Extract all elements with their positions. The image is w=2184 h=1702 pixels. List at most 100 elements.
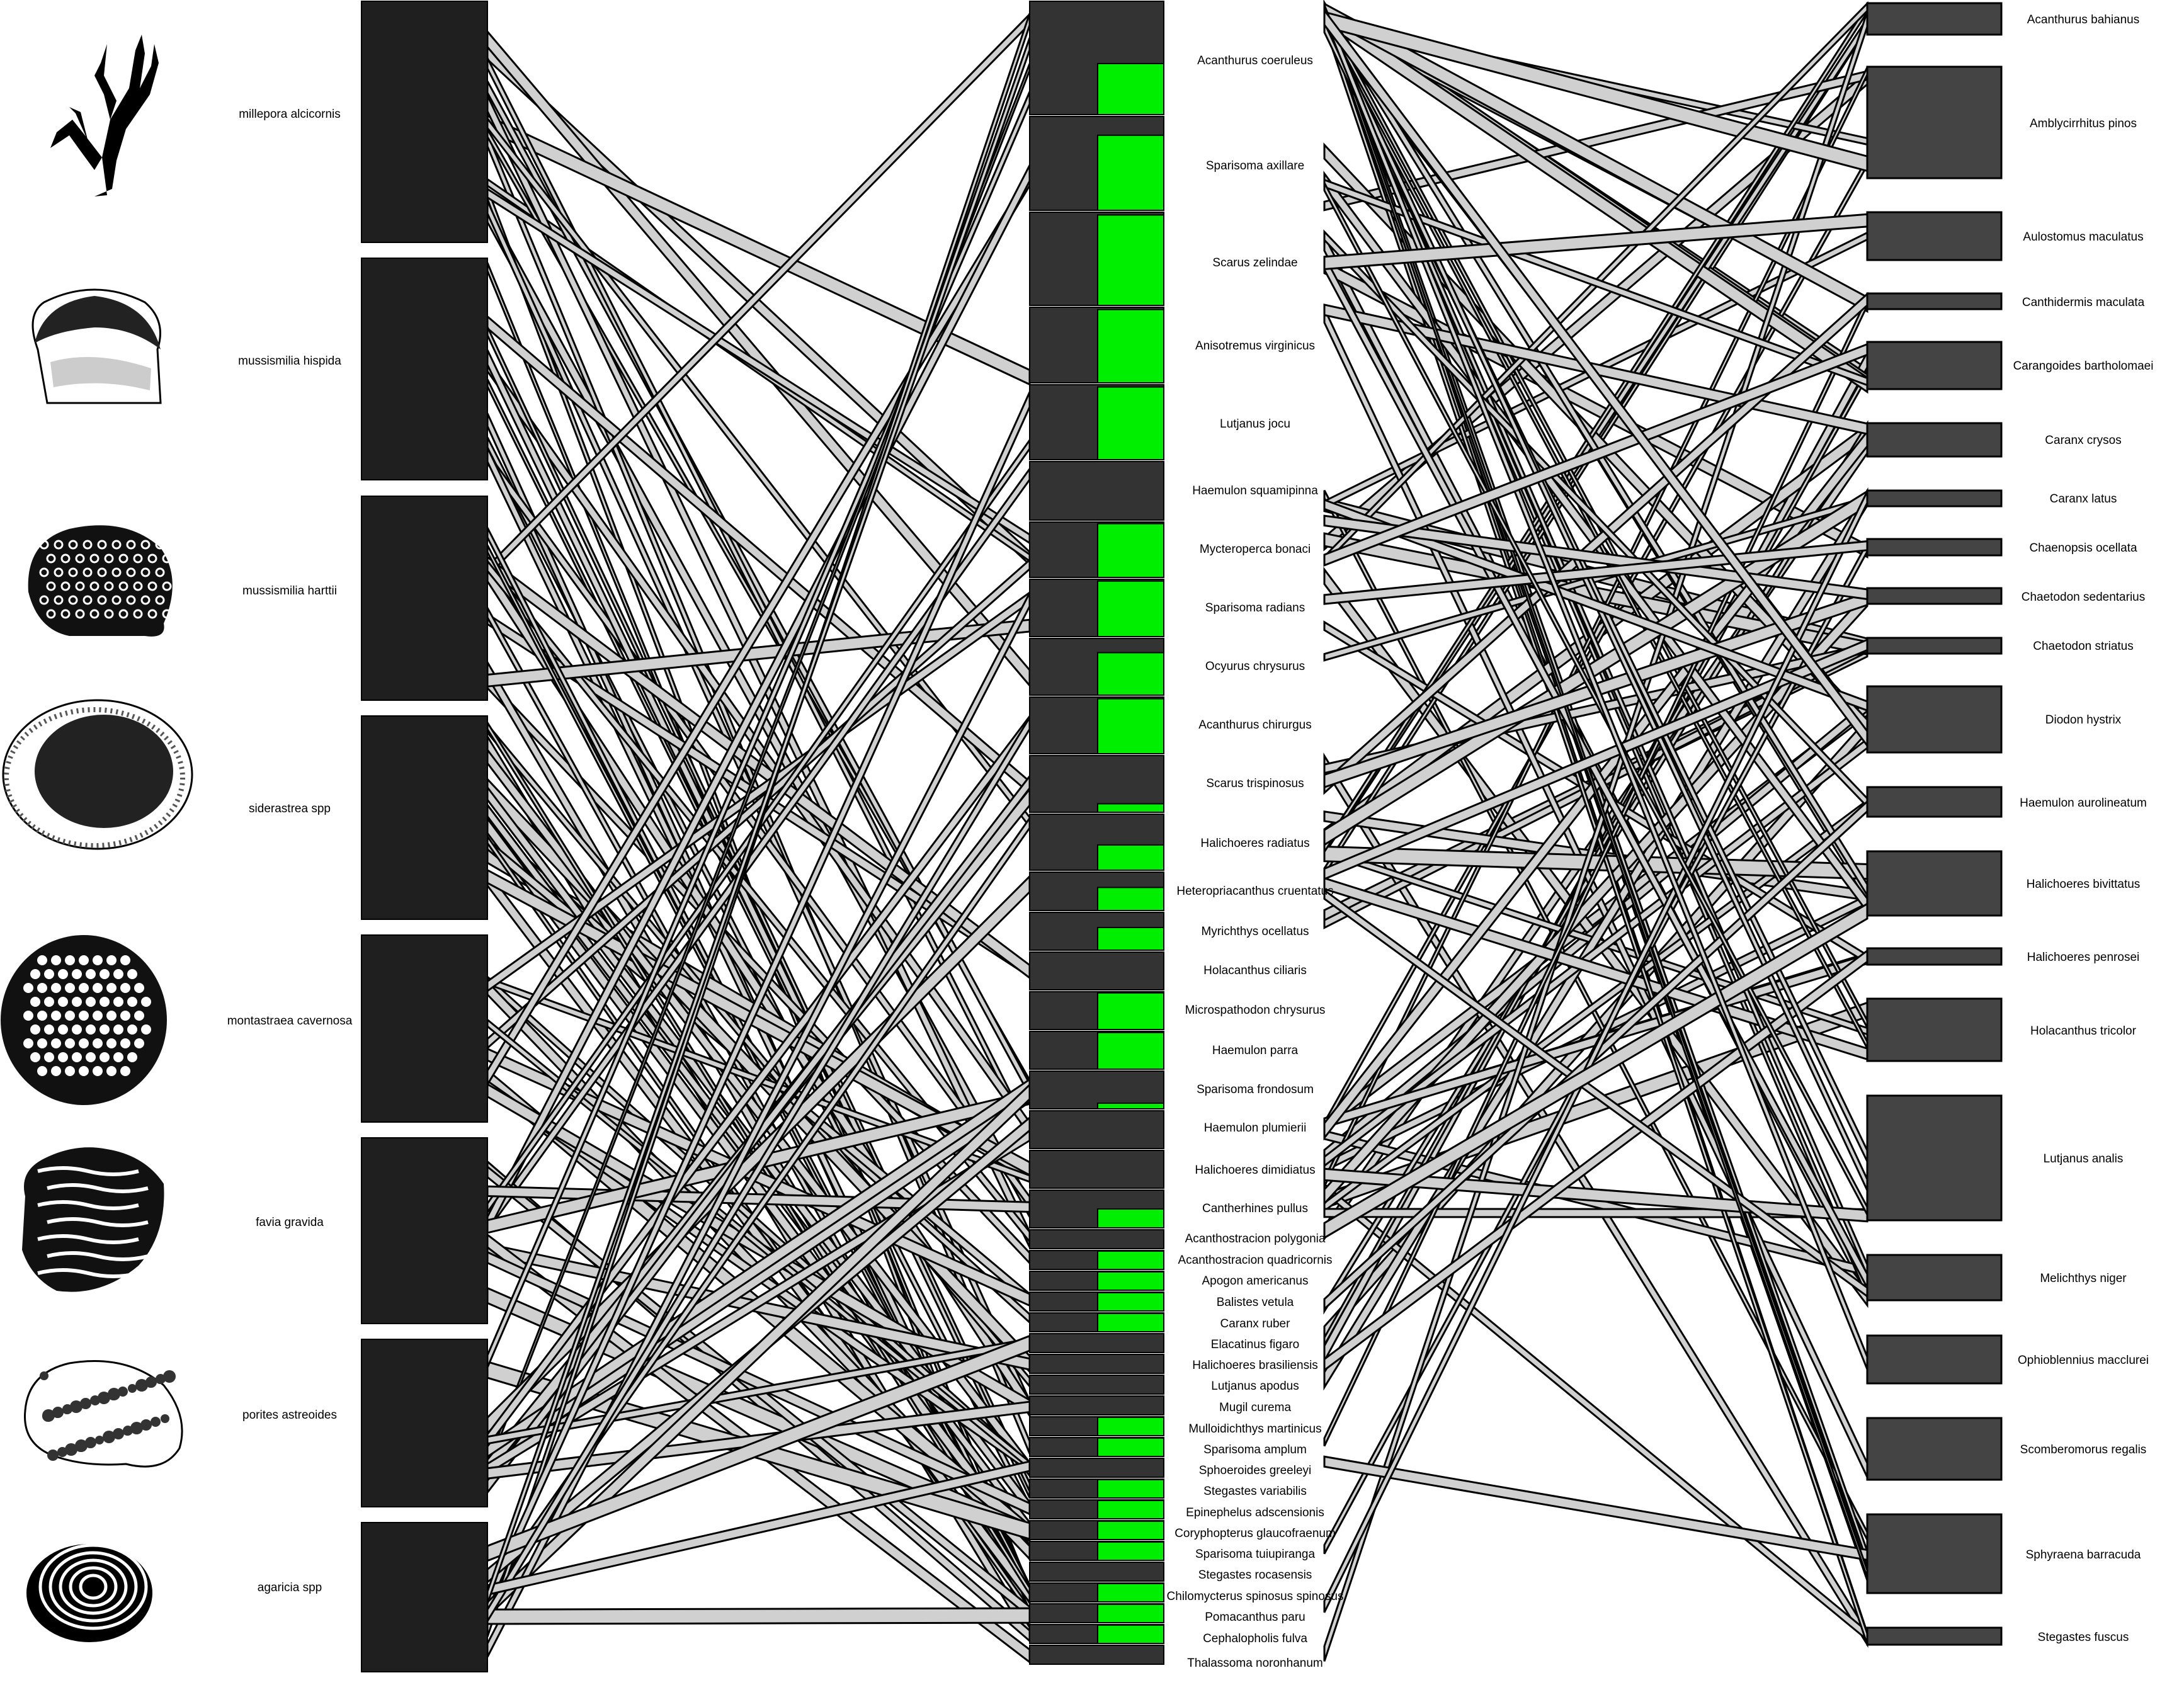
coral-block-porites-astreoides (361, 1339, 488, 1507)
predator-block-haemulon-aurolineatum (1866, 786, 2003, 818)
round-coral-icon (2, 699, 193, 850)
fish-label-apogon-americanus: Apogon americanus (1202, 1274, 1309, 1288)
predator-block-chaenopsis-ocellata (1866, 538, 2003, 557)
fish-label-epinephelus-adscensionis: Epinephelus adscensionis (1186, 1506, 1324, 1519)
coral-block-siderastrea-spp (361, 715, 488, 920)
coral-icons (1, 35, 193, 1642)
fish-block-haemulon-plumierii (1029, 1110, 1164, 1149)
fish-label-halichoeres-dimidiatus: Halichoeres dimidiatus (1195, 1164, 1315, 1177)
plate-coral-icon (26, 1543, 152, 1642)
fish-label-sparisoma-axillare: Sparisoma axillare (1206, 159, 1304, 173)
fish-label-anisotremus-virginicus: Anisotremus virginicus (1195, 339, 1315, 353)
coral-block-mussismilia-harttii (361, 496, 488, 701)
massive-coral-icon (28, 525, 173, 637)
predator-label-haemulon-aurolineatum: Haemulon aurolineatum (2020, 797, 2147, 810)
fish-green-fraction-lutjanus-jocu (1097, 386, 1164, 461)
fish-label-mycteroperca-bonaci: Mycteroperca bonaci (1200, 543, 1311, 556)
predator-block-scomberomorus-regalis (1866, 1417, 2003, 1481)
predator-label-sphyraena-barracuda: Sphyraena barracuda (2026, 1548, 2141, 1562)
fish-label-chilomycterus-spinosus-spinosus: Chilomycterus spinosus spinosus (1167, 1590, 1344, 1603)
fish-green-fraction-sparisoma-frondosum (1097, 1103, 1164, 1109)
predator-block-sphyraena-barracuda (1866, 1513, 2003, 1594)
fish-green-fraction-scarus-trispinosus (1097, 803, 1164, 813)
fish-label-ocyurus-chrysurus: Ocyurus chrysurus (1205, 660, 1305, 673)
predator-block-melichthys-niger (1866, 1254, 2003, 1302)
fish-green-fraction-acanthurus-chirurgus (1097, 698, 1164, 754)
fish-label-holacanthus-ciliaris: Holacanthus ciliaris (1203, 964, 1307, 977)
predator-label-scomberomorus-regalis: Scomberomorus regalis (2020, 1443, 2147, 1456)
predator-block-aulostomus-maculatus (1866, 211, 2003, 261)
fish-green-fraction-myrichthys-ocellatus (1097, 927, 1164, 951)
coral-column: millepora alcicornis mussismilia hispida m… (227, 1, 488, 1672)
predator-label-aulostomus-maculatus: Aulostomus maculatus (2023, 230, 2143, 244)
fish-block-thalassoma-noronhanum (1029, 1645, 1164, 1665)
fish-block-halichoeres-dimidiatus (1029, 1150, 1164, 1189)
predator-block-diodon-hystrix (1866, 685, 2003, 754)
fish-block-holacanthus-ciliaris (1029, 951, 1164, 990)
predator-label-lutjanus-analis: Lutjanus analis (2044, 1152, 2124, 1166)
fish-label-scarus-zelindae: Scarus zelindae (1212, 256, 1297, 269)
fish-green-fraction-stegastes-variabilis (1097, 1478, 1164, 1499)
boulder-coral-icon (1, 935, 167, 1105)
predator-label-amblycirrhitus-pinos: Amblycirrhitus pinos (2030, 117, 2137, 130)
predator-label-halichoeres-penrosei: Halichoeres penrosei (2027, 951, 2140, 964)
fish-green-fraction-cantherhines-pullus (1097, 1208, 1164, 1228)
fish-label-sparisoma-frondosum: Sparisoma frondosum (1197, 1083, 1314, 1096)
coral-block-millepora-alcicornis (361, 1, 488, 243)
coral-label-mussismilia-hispida: mussismilia hispida (238, 355, 341, 368)
brain-coral-icon (22, 1147, 164, 1292)
fish-label-balistes-vetula: Balistes vetula (1217, 1296, 1294, 1309)
fish-label-haemulon-squamipinna: Haemulon squamipinna (1192, 484, 1318, 497)
lobed-coral-icon (24, 1360, 183, 1468)
fish-green-fraction-mycteroperca-bonaci (1097, 523, 1164, 579)
fish-label-coryphopterus-glaucofraenum: Coryphopterus glaucofraenum (1174, 1527, 1336, 1540)
fish-label-acanthurus-coeruleus: Acanthurus coeruleus (1197, 54, 1313, 67)
predator-block-acanthurus-bahianus (1866, 2, 2003, 36)
fish-green-fraction-halichoeres-radiatus (1097, 844, 1164, 871)
predator-block-caranx-crysos (1866, 422, 2003, 458)
fish-green-fraction-acanthostracion-quadricornis (1097, 1250, 1164, 1271)
predator-block-halichoeres-bivittatus (1866, 850, 2003, 917)
predator-block-stegastes-fuscus (1866, 1626, 2003, 1646)
fish-label-microspathodon-chrysurus: Microspathodon chrysurus (1185, 1004, 1326, 1017)
fish-green-fraction-cephalopholis-fulva (1097, 1624, 1164, 1644)
predator-block-amblycirrhitus-pinos (1866, 65, 2003, 179)
fish-green-fraction-mulloidichthys-martinicus (1097, 1416, 1164, 1436)
fish-label-elacatinus-figaro: Elacatinus figaro (1211, 1338, 1299, 1351)
fish-block-acanthostracion-polygonia (1029, 1229, 1164, 1249)
fish-label-myrichthys-ocellatus: Myrichthys ocellatus (1201, 925, 1309, 938)
coral-label-millepora-alcicornis: millepora alcicornis (239, 108, 341, 121)
fish-block-elacatinus-figaro (1029, 1333, 1164, 1353)
predator-block-ophioblennius-macclurei (1866, 1334, 2003, 1385)
fish-block-sphoeroides-greeleyi (1029, 1458, 1164, 1478)
dome-coral-icon (31, 288, 162, 404)
predator-block-chaetodon-sedentarius (1866, 587, 2003, 605)
coral-label-montastraea-cavernosa: montastraea cavernosa (227, 1014, 353, 1028)
predator-label-chaetodon-striatus: Chaetodon striatus (2033, 640, 2134, 653)
fish-label-scarus-trispinosus: Scarus trispinosus (1206, 777, 1304, 790)
fish-block-mugil-curema (1029, 1395, 1164, 1415)
fish-green-fraction-haemulon-parra (1097, 1031, 1164, 1070)
coral-label-agaricia-spp: agaricia spp (258, 1581, 322, 1594)
predator-block-canthidermis-maculata (1866, 292, 2003, 310)
coral-fish-link (486, 1607, 1031, 1625)
fish-green-fraction-balistes-vetula (1097, 1291, 1164, 1312)
fish-block-halichoeres-brasiliensis (1029, 1354, 1164, 1374)
fish-green-fraction-heteropriacanthus-cruentatus (1097, 887, 1164, 912)
predator-label-acanthurus-bahianus: Acanthurus bahianus (2027, 13, 2140, 26)
fish-green-fraction-chilomycterus-spinosus-spinosus (1097, 1582, 1164, 1603)
fish-green-fraction-pomacanthus-paru (1097, 1603, 1164, 1623)
fish-green-fraction-caranx-ruber (1097, 1312, 1164, 1332)
predator-label-diodon-hystrix: Diodon hystrix (2045, 713, 2122, 727)
fish-label-acanthostracion-polygonia: Acanthostracion polygonia (1185, 1232, 1326, 1245)
predator-label-carangoides-bartholomaei: Carangoides bartholomaei (2013, 360, 2154, 373)
fish-predator-link (1323, 902, 1868, 1240)
predator-label-caranx-latus: Caranx latus (2050, 492, 2117, 506)
fish-label-lutjanus-apodus: Lutjanus apodus (1211, 1380, 1299, 1393)
predator-label-chaetodon-sedentarius: Chaetodon sedentarius (2022, 591, 2145, 604)
fish-green-fraction-epinephelus-adscensionis (1097, 1499, 1164, 1519)
coral-block-montastraea-cavernosa (361, 934, 488, 1123)
